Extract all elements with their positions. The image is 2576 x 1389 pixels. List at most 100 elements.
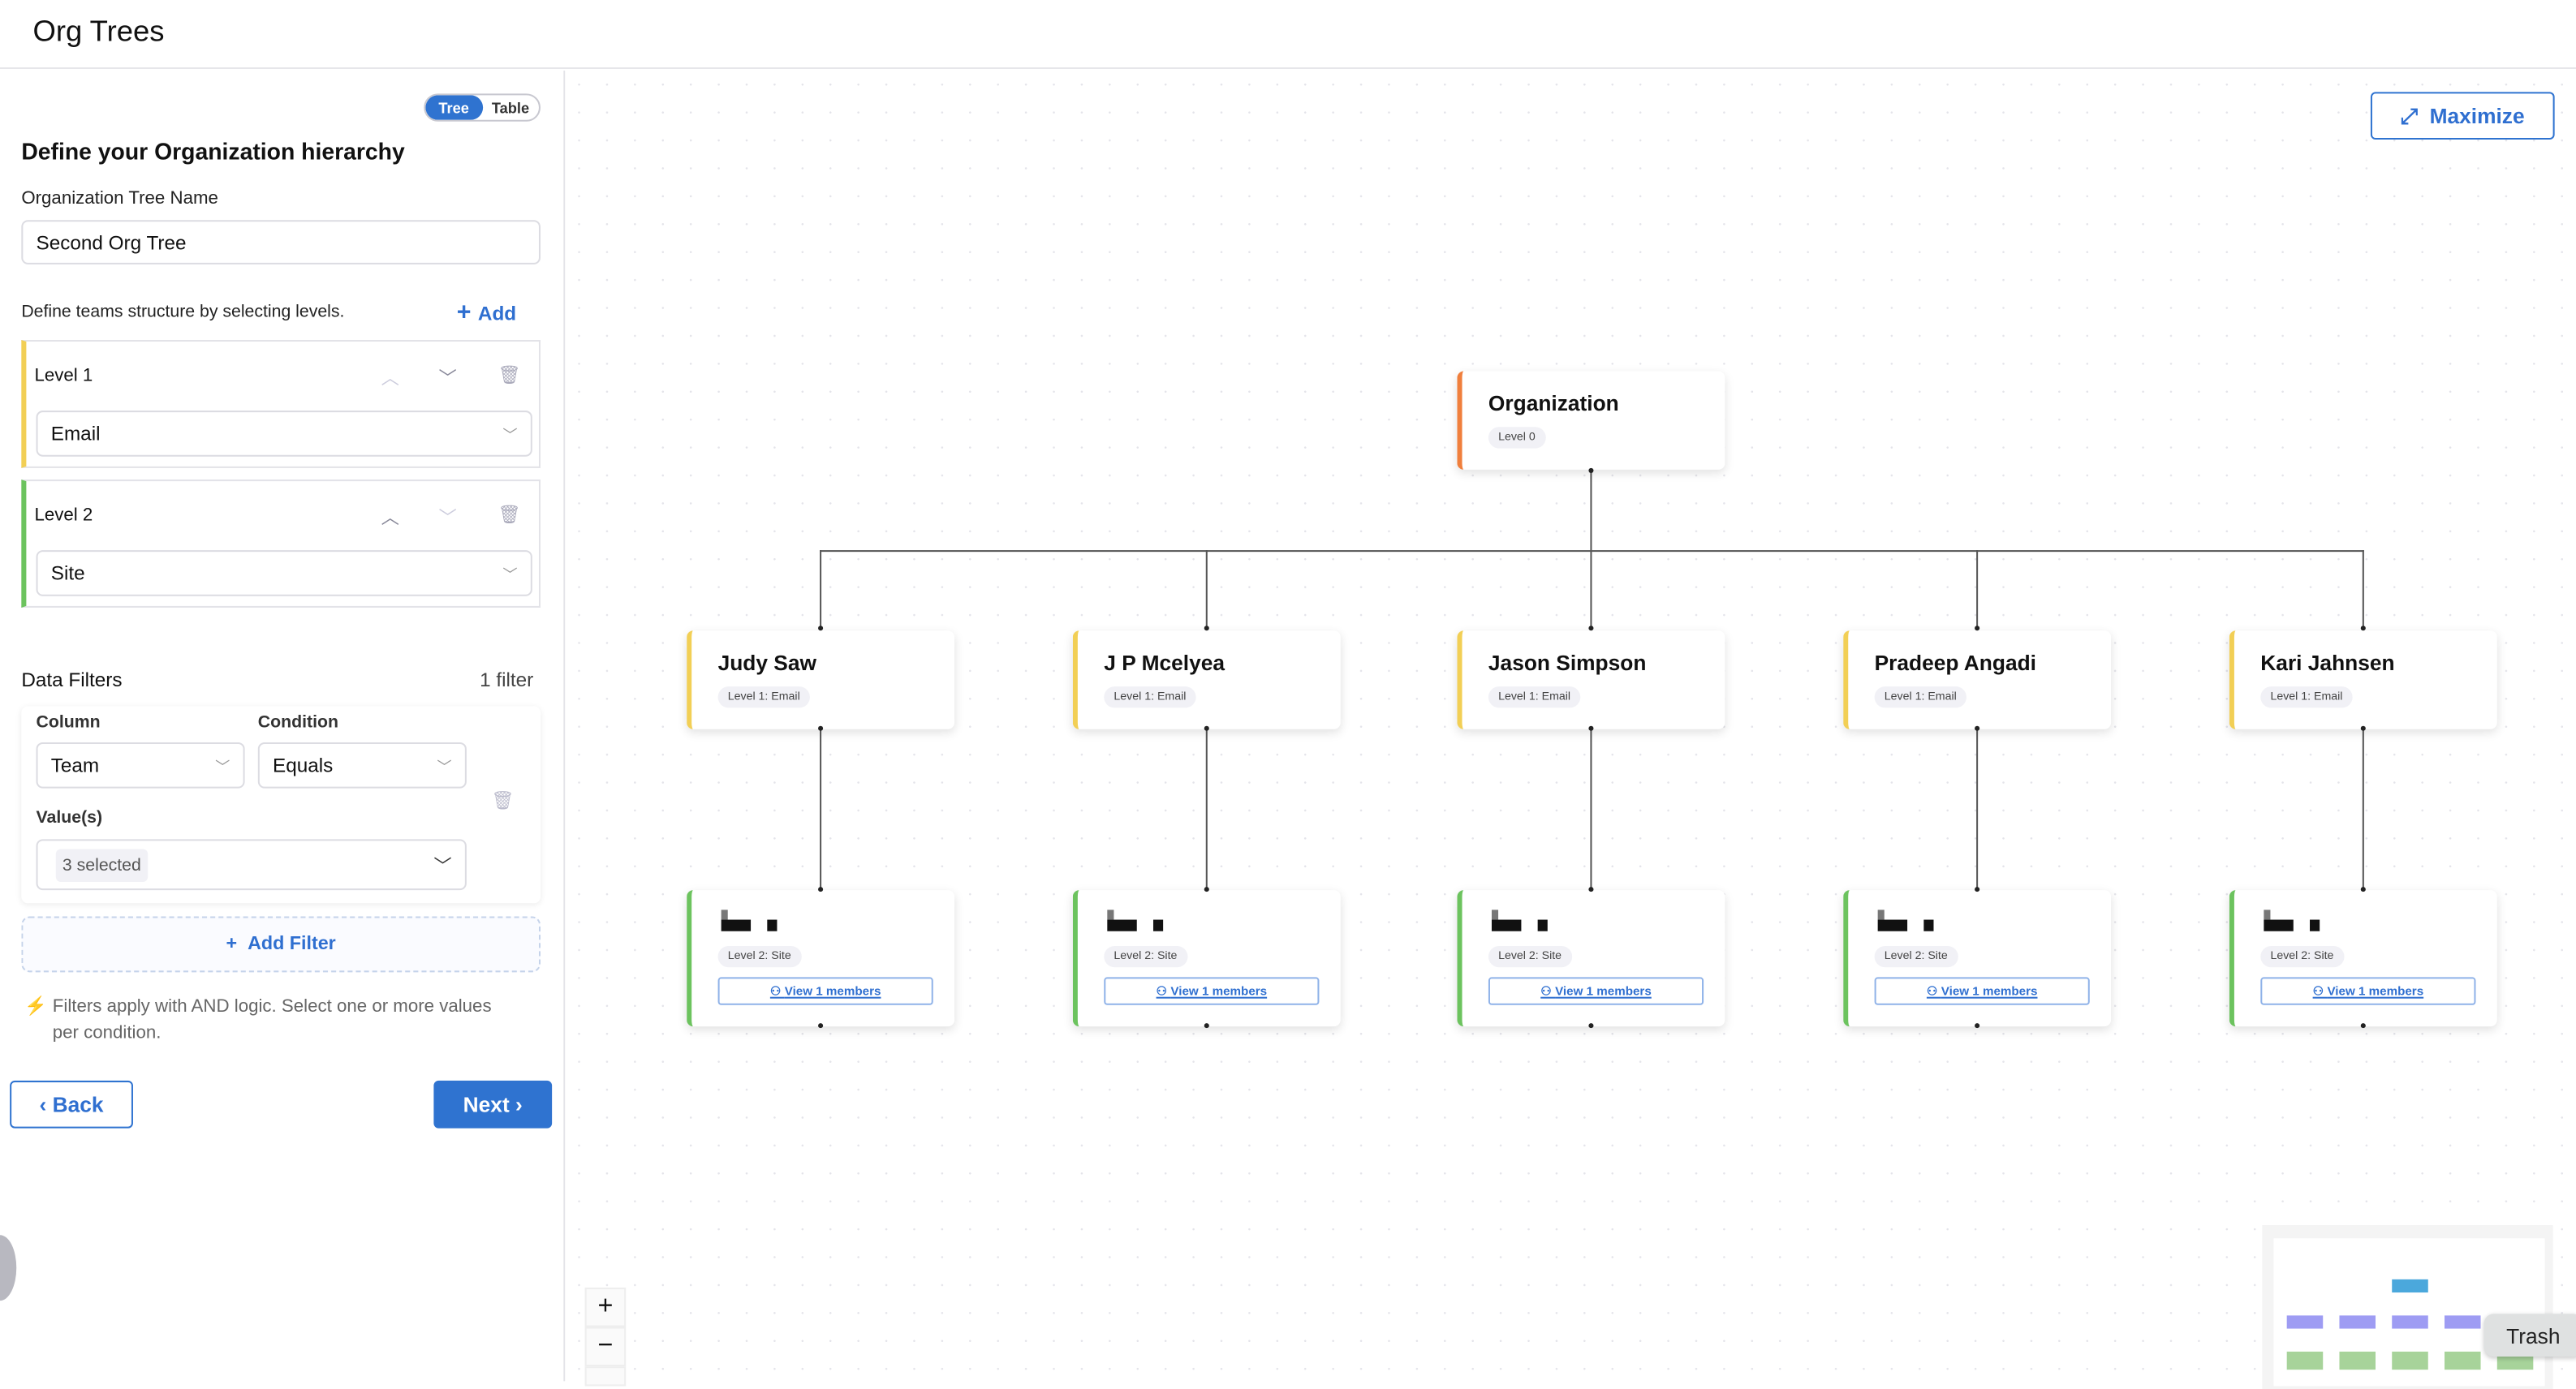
- org-node-level2[interactable]: Level 2: Site⚇ View 1 members: [1843, 890, 2112, 1027]
- view-members-label: View 1 members: [1941, 983, 2038, 999]
- view-members-button[interactable]: ⚇ View 1 members: [1104, 977, 1320, 1005]
- condition-select[interactable]: Equals ﹀: [257, 742, 467, 789]
- level-select[interactable]: Email﹀: [36, 411, 532, 457]
- view-members-button[interactable]: ⚇ View 1 members: [1488, 977, 1704, 1005]
- sidebar-collapse-handle[interactable]: [0, 1235, 17, 1301]
- next-label: Next: [463, 1092, 510, 1117]
- values-label: Value(s): [36, 807, 103, 828]
- node-name: Pradeep Angadi: [1874, 650, 2036, 675]
- move-down-icon[interactable]: ﹀: [438, 509, 457, 529]
- add-level-button[interactable]: + Add: [457, 299, 516, 326]
- level-badge: Level 1: Email: [2260, 686, 2353, 708]
- view-members-button[interactable]: ⚇ View 1 members: [2260, 977, 2476, 1005]
- org-node-level2[interactable]: Level 2: Site ⚇ View 1 members: [1072, 890, 1341, 1027]
- redacted-name: [1875, 910, 1973, 932]
- add-filter-button[interactable]: + Add Filter: [21, 916, 541, 973]
- handle-dot: [1588, 1023, 1594, 1029]
- level-badge: Level 0: [1488, 427, 1545, 449]
- move-down-icon[interactable]: ﹀: [438, 369, 457, 389]
- level-value: Site: [50, 561, 85, 585]
- org-node-level2[interactable]: Level 2: Site⚇ View 1 members: [1457, 890, 1725, 1027]
- org-node-level2[interactable]: Level 2: Site ⚇ View 1 members: [2229, 890, 2497, 1027]
- handle-dot: [1204, 887, 1209, 892]
- chevron-down-icon: ﹀: [437, 758, 452, 775]
- view-toggle[interactable]: Tree Table: [424, 93, 541, 122]
- toggle-tree[interactable]: Tree: [425, 95, 483, 120]
- toggle-table[interactable]: Table: [491, 99, 530, 116]
- condition-value: Equals: [273, 754, 334, 777]
- minimap-node: [2392, 1351, 2428, 1370]
- org-node-level2[interactable]: Level 2: Site⚇ View 1 members: [687, 890, 955, 1027]
- level-select[interactable]: Site﹀: [36, 550, 532, 596]
- handle-dot: [1204, 626, 1209, 631]
- handle-dot: [818, 887, 824, 892]
- level-badge: Level 2: Site: [1104, 945, 1187, 968]
- level-badge: Level 2: Site: [2260, 945, 2344, 968]
- handle-dot: [1588, 887, 1594, 892]
- trash-tooltip: Trash: [2483, 1314, 2576, 1357]
- maximize-label: Maximize: [2429, 103, 2525, 128]
- redacted-name: [718, 910, 816, 932]
- filters-title: Data Filters: [21, 668, 123, 692]
- connector-line: [2362, 729, 2364, 889]
- move-up-icon[interactable]: ︿: [381, 509, 399, 529]
- chevron-down-icon: ﹀: [433, 856, 452, 876]
- app-header: Org Trees: [0, 0, 2576, 70]
- redacted-name: [1488, 910, 1587, 932]
- handle-dot: [1204, 725, 1209, 731]
- node-name: Jason Simpson: [1488, 650, 1647, 675]
- handle-dot: [818, 626, 824, 631]
- trash-icon[interactable]: 🗑: [498, 366, 521, 386]
- minimap-node: [2339, 1351, 2376, 1370]
- back-button[interactable]: ‹ Back: [10, 1080, 133, 1129]
- handle-dot: [1975, 725, 1980, 731]
- connector-line: [1205, 550, 1208, 630]
- view-members-button[interactable]: ⚇ View 1 members: [1874, 977, 2090, 1005]
- minimap-node: [2392, 1279, 2428, 1293]
- connector-line: [1590, 550, 1592, 630]
- level-badge: Level 1: Email: [1104, 686, 1196, 708]
- handle-dot: [1588, 725, 1594, 731]
- values-chip: 3 selected: [55, 848, 148, 881]
- view-members-label: View 1 members: [1170, 983, 1268, 999]
- add-filter-label: Add Filter: [248, 934, 336, 955]
- trash-icon[interactable]: 🗑: [498, 505, 521, 526]
- users-icon: ⚇: [1926, 983, 1941, 999]
- expand-icon: ⤢: [2400, 102, 2430, 127]
- minimap-node: [2286, 1351, 2324, 1370]
- tree-name-input[interactable]: Second Org Tree: [21, 220, 541, 264]
- connector-line: [1590, 729, 1592, 889]
- chevron-right-icon: ›: [509, 1092, 523, 1117]
- connector-line: [2362, 550, 2364, 630]
- node-name: Judy Saw: [717, 650, 816, 675]
- back-label: Back: [52, 1092, 104, 1117]
- zoom-in-button[interactable]: +: [584, 1287, 627, 1327]
- view-members-button[interactable]: ⚇ View 1 members: [717, 977, 933, 1005]
- level-badge: Level 1: Email: [1488, 686, 1581, 708]
- node-name: Organization: [1488, 390, 1619, 416]
- zoom-out-button[interactable]: −: [584, 1327, 627, 1367]
- fit-view-button[interactable]: [584, 1366, 627, 1387]
- chevron-down-icon: ﹀: [502, 426, 518, 443]
- move-up-icon[interactable]: ︿: [381, 369, 399, 389]
- lightning-icon: ⚡: [24, 996, 48, 1017]
- minimap-node: [2445, 1315, 2481, 1329]
- next-button[interactable]: Next ›: [433, 1080, 553, 1129]
- chevron-left-icon: ‹: [39, 1092, 53, 1117]
- minimap[interactable]: [2262, 1225, 2553, 1389]
- handle-dot: [1975, 1023, 1980, 1029]
- filters-count: 1 filter: [480, 668, 534, 692]
- handle-dot: [2360, 626, 2366, 631]
- trash-icon[interactable]: 🗑: [491, 791, 515, 811]
- maximize-button[interactable]: ⤢ Maximize: [2370, 92, 2555, 140]
- column-select[interactable]: Team﹀: [36, 742, 245, 789]
- node-name: Kari Jahnsen: [2260, 650, 2395, 675]
- values-select[interactable]: 3 selected ﹀: [36, 839, 467, 891]
- level-badge: Level 1: Email: [717, 686, 810, 708]
